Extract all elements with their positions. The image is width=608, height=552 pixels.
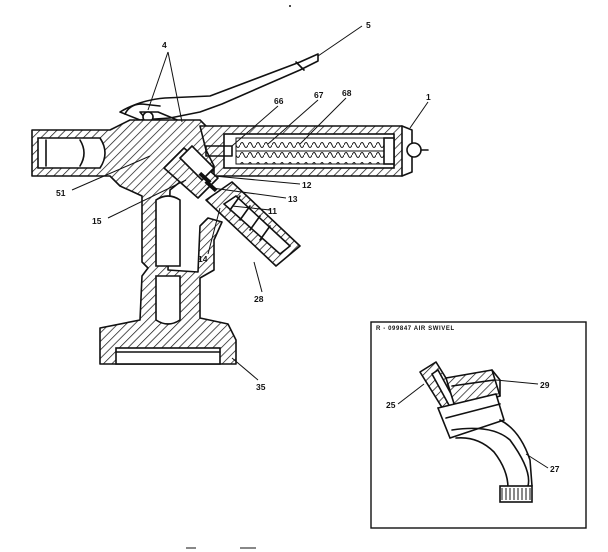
leader-25 [397,383,425,405]
base-foot [115,347,221,365]
main-assembly: 5 4 66 67 68 1 51 12 13 15 11 14 28 35 [31,5,431,549]
callout-15: 15 [92,216,102,226]
page-dot [289,5,291,7]
inset-title: R - 099847 AIR SWIVEL [376,326,455,332]
callout-12: 12 [302,180,312,190]
leader-29 [495,379,539,385]
callout-28: 28 [254,294,264,304]
stem-cavity-lower [155,275,181,325]
callout-13: 13 [288,194,298,204]
callout-11: 11 [268,206,277,216]
callout-66: 66 [274,96,284,106]
valve-stem [163,144,219,199]
callout-14: 14 [198,254,208,264]
callout-68: 68 [342,88,352,98]
leader-lines [71,25,429,381]
callout-51: 51 [56,188,66,198]
callout-29: 29 [540,380,550,390]
callout-1: 1 [426,92,431,102]
swivel-elbow [436,393,533,503]
leader-27 [525,453,549,469]
barrel [199,125,429,177]
air-swivel-inset: R - 099847 AIR SWIVEL 25 29 27 [370,321,587,529]
callout-5: 5 [366,20,371,30]
handle-lever [119,53,319,121]
callout-labels: 5 4 66 67 68 1 51 12 13 15 11 14 28 35 [56,20,431,392]
callout-4: 4 [162,40,167,50]
callout-25: 25 [386,400,396,410]
callout-67: 67 [314,90,324,100]
stem-cavity [155,195,181,267]
hose-fitting [205,181,301,267]
callout-35: 35 [256,382,266,392]
inlet-bore [37,137,106,169]
callout-27: 27 [550,464,560,474]
